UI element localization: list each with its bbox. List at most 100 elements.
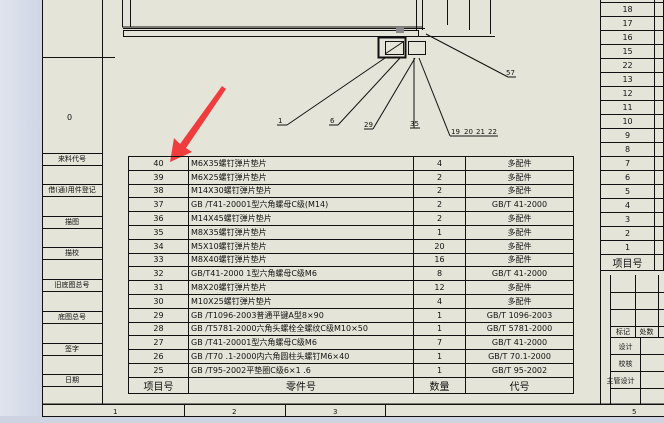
parts-item-number: 3 [599, 212, 656, 227]
bom-cell-code: GB/T 70.1-2000 [465, 349, 574, 364]
bom-cell-qty: 1 [413, 362, 466, 378]
parts-name-cell [654, 198, 664, 213]
parts-row: 15 [599, 44, 664, 59]
parts-name-cell [654, 16, 664, 31]
bom-cell-code: 多配件 [465, 156, 574, 171]
bom-header-item: 项目号 [128, 376, 189, 394]
parts-row: 3 [599, 212, 664, 227]
parts-row: 5 [599, 184, 664, 199]
bom-cell-code: 多配件 [465, 169, 574, 185]
bom-cell-item: 29 [128, 307, 189, 323]
parts-item-number: 16 [599, 30, 656, 45]
balloon-19: 19 [451, 128, 460, 136]
parts-row: 12 [599, 86, 664, 101]
label-check: 校核 [618, 360, 633, 368]
bom-cell-part: GB /T41-20001型六角螺母C级(M14) [188, 197, 414, 213]
title-block: 标记 处数 设计 校核 主管设计 [607, 275, 664, 404]
bom-cell-part: GB /T95-2002平垫圈C级6×1 .6 [188, 362, 414, 378]
bom-cell-qty: 8 [413, 266, 466, 282]
bom-cell-part: M5X10螺钉弹片垫片 [188, 238, 414, 254]
label-date: 日期 [42, 374, 102, 387]
parts-item-number: 10 [599, 114, 656, 129]
bom-cell-part: M6X25螺钉弹片垫片 [188, 169, 414, 185]
bom-cell-item: 31 [128, 280, 189, 295]
label-design: 设计 [618, 343, 633, 351]
bom-cell-item: 39 [128, 169, 189, 185]
bom-cell-part: M8X35螺钉弹片垫片 [188, 224, 414, 240]
balloon-20: 20 [464, 128, 473, 136]
left-panel-number: 0 [67, 113, 73, 122]
bom-cell-qty: 4 [413, 293, 466, 309]
balloon-22: 22 [488, 128, 497, 136]
window-margin [0, 0, 42, 423]
balloon-1: 1 [278, 117, 282, 125]
bom-cell-code: 多配件 [465, 183, 574, 199]
bom-cell-code: GB/T 41-2000 [465, 266, 574, 282]
parts-name-cell [654, 212, 664, 227]
parts-name-cell [654, 156, 664, 171]
parts-name-cell [654, 58, 664, 73]
parts-item-number: 8 [599, 142, 656, 157]
parts-name-cell [654, 72, 664, 87]
parts-item-number: 15 [599, 44, 656, 59]
bom-cell-qty: 1 [413, 349, 466, 364]
parts-item-number: 1 [599, 240, 656, 255]
parts-row: 7 [599, 156, 664, 171]
bom-cell-item: 35 [128, 224, 189, 240]
balloon-6: 6 [330, 117, 335, 125]
parts-item-number: 4 [599, 198, 656, 213]
parts-item-number: 7 [599, 156, 656, 171]
bom-cell-part: M14X45螺钉弹片垫片 [188, 211, 414, 226]
parts-name-cell [654, 184, 664, 199]
parts-row: 18 [599, 2, 664, 17]
parts-header-row: 项目号 [599, 254, 664, 271]
bom-cell-item: 26 [128, 349, 189, 364]
bom-header-qty: 数量 [413, 376, 466, 394]
zone-label-3: 3 [333, 408, 337, 416]
parts-row: 16 [599, 30, 664, 45]
parts-name-cell [654, 128, 664, 143]
bom-cell-qty: 2 [413, 211, 466, 226]
bom-cell-qty: 1 [413, 321, 466, 337]
bom-cell-qty: 1 [413, 224, 466, 240]
parts-item-number: 11 [599, 100, 656, 115]
bom-cell-code: 多配件 [465, 280, 574, 295]
bom-cell-part: GB /T41-20001型六角螺母C级M6 [188, 335, 414, 351]
bom-cell-part: GB/T41-2000 1型六角螺母C级M6 [188, 266, 414, 282]
bom-cell-part: M8X40螺钉弹片垫片 [188, 252, 414, 268]
bom-header-row: 项目号零件号数量代号 [128, 376, 574, 394]
parts-name-cell [654, 2, 664, 17]
parts-item-number: 2 [599, 226, 656, 241]
parts-name-cell [654, 44, 664, 59]
bom-cell-qty: 20 [413, 238, 466, 254]
parts-row: 22 [599, 58, 664, 73]
bom-cell-code: GB/T 41-2000 [465, 197, 574, 213]
bom-cell-code: 多配件 [465, 224, 574, 240]
bom-cell-part: M6X35螺钉弹片垫片 [188, 156, 414, 171]
parts-name-cell [654, 114, 664, 129]
parts-item-number: 13 [599, 72, 656, 87]
bom-cell-code: GB/T 41-2000 [465, 335, 574, 351]
bom-cell-item: 27 [128, 335, 189, 351]
bom-cell-item: 30 [128, 293, 189, 309]
parts-row: 8 [599, 142, 664, 157]
window-bottom-margin [0, 416, 664, 423]
parts-header-name [654, 254, 664, 271]
zone-label-5: 5 [632, 408, 636, 416]
bom-cell-item: 25 [128, 362, 189, 378]
label-master-number: 底图总号 [42, 311, 102, 324]
parts-name-cell [654, 240, 664, 255]
bom-cell-qty: 1 [413, 307, 466, 323]
